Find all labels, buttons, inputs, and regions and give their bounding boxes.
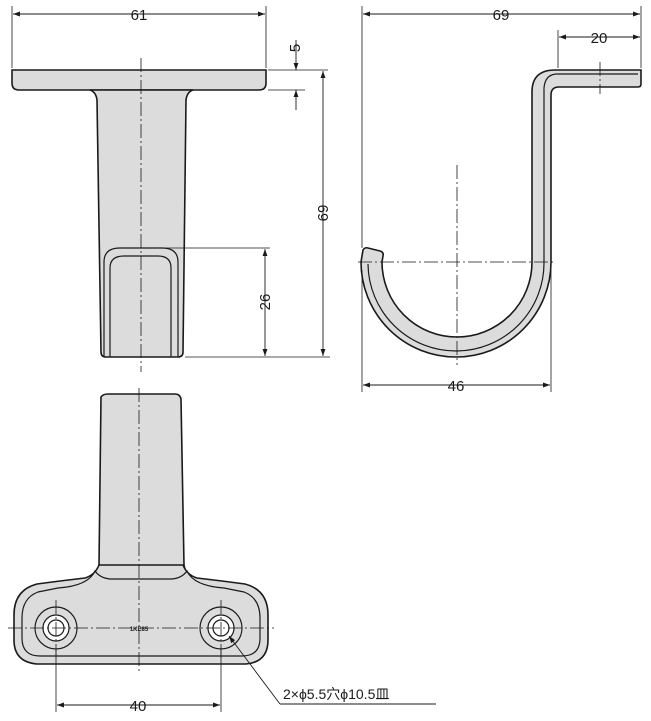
dim-total-height: 69 (315, 205, 332, 222)
side-hook-edge (367, 73, 638, 352)
dim-slot-height: 26 (257, 294, 274, 311)
dim-hole-pitch: 40 (130, 698, 147, 715)
side-view (358, 62, 642, 365)
side-dimensions: 69 20 46 (361, 6, 642, 395)
front-dimensions: 61 5 69 26 (11, 6, 332, 358)
front-view (11, 58, 267, 372)
bottom-view: 1KE85 (8, 388, 274, 672)
dim-front-width: 61 (131, 7, 148, 24)
front-flange (11, 69, 267, 91)
bottom-dimensions: 40 2×ϕ5.5穴ϕ10.5皿 (55, 635, 436, 715)
dim-hook-width: 46 (448, 378, 465, 395)
hole-note: 2×ϕ5.5穴ϕ10.5皿 (283, 686, 389, 702)
bottom-base (13, 564, 269, 665)
dim-side-width: 69 (493, 7, 510, 24)
hole-leader (228, 635, 281, 705)
side-hook (360, 69, 642, 358)
dim-flange-thickness: 5 (287, 44, 304, 52)
bottom-base-edge (21, 569, 261, 657)
dim-flange-length: 20 (591, 30, 608, 47)
